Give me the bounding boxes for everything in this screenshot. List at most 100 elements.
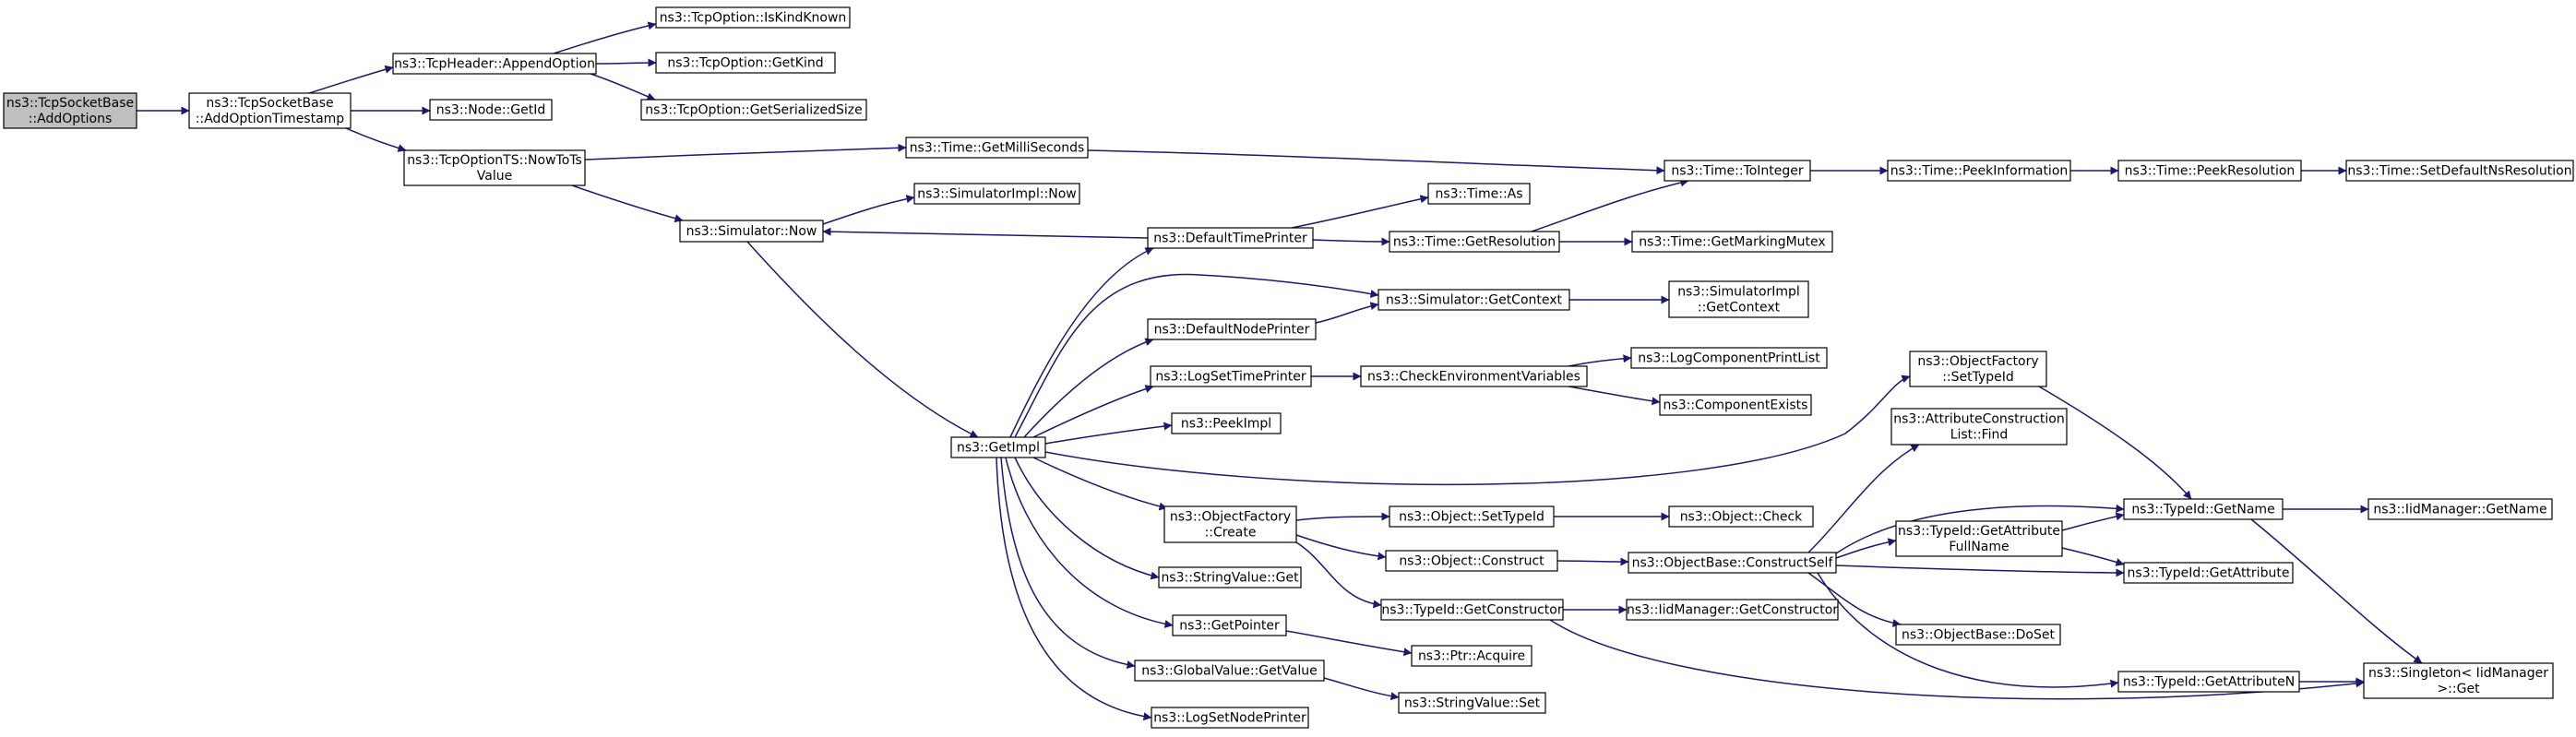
function-node[interactable]: ns3::LogSetTimePrinter	[1150, 365, 1312, 387]
function-node[interactable]: ns3::Node::GetId	[429, 99, 553, 121]
function-node[interactable]: ns3::TcpSocketBase::AddOptionTimestamp	[188, 92, 352, 129]
node-label: ns3::Time::As	[1435, 187, 1522, 202]
function-node[interactable]: ns3::Time::SetDefaultNsResolution	[2345, 160, 2574, 182]
function-node[interactable]: ns3::Time::GetResolution	[1389, 231, 1560, 253]
node-box	[950, 436, 1046, 458]
function-node[interactable]: ns3::Object::Construct	[1385, 550, 1558, 572]
function-node[interactable]: ns3::Ptr::Acquire	[1411, 645, 1532, 667]
node-label: ns3::SimulatorImpl	[1677, 285, 1800, 300]
node-box	[1427, 183, 1531, 205]
node-box	[2123, 562, 2294, 584]
edge-n13-to-n14	[822, 195, 915, 225]
edge-layer	[137, 21, 2423, 721]
truncated-node-box	[1630, 347, 1828, 369]
function-node[interactable]: ns3::TcpOption::IsKindKnown	[655, 6, 851, 29]
edge-n26-to-n19	[1014, 273, 1379, 438]
function-node[interactable]: ns3::TypeId::GetAttribute	[2123, 562, 2294, 584]
function-node[interactable]: ns3::TcpHeader::AppendOption	[392, 53, 597, 75]
edge-n26-to-n15	[1009, 247, 1154, 438]
node-box	[1134, 660, 1325, 682]
function-node[interactable]: ns3::Time::GetMarkingMutex	[1631, 231, 1833, 253]
node-label: ns3::StringValue::Set	[1404, 696, 1541, 711]
node-label: ns3::ObjectBase::DoSet	[1902, 628, 2055, 643]
node-label: ns3::LogComponentPrintList	[1638, 351, 1820, 366]
node-label: ns3::Time::GetMarkingMutex	[1639, 235, 1825, 250]
edge-n36-to-n30	[1835, 504, 2125, 554]
function-node[interactable]: ns3::SimulatorImpl::GetContext	[1668, 280, 1809, 318]
node-box	[655, 6, 851, 29]
node-box	[2345, 160, 2574, 182]
node-box	[1668, 280, 1809, 318]
function-node[interactable]: ns3::Time::As	[1427, 183, 1531, 205]
function-node[interactable]: ns3::TypeId::GetName	[2123, 498, 2284, 520]
function-node[interactable]: ns3::GetImpl	[950, 436, 1046, 458]
node-label: ns3::Simulator::GetContext	[1386, 293, 1563, 308]
function-node[interactable]: ns3::DefaultTimePrinter	[1147, 227, 1314, 249]
node-label: ns3::IidManager::GetConstructor	[1627, 603, 1838, 618]
node-box	[3, 92, 137, 129]
function-node[interactable]: ns3::StringValue::Get	[1158, 566, 1302, 588]
edge-n35-to-n36	[1556, 557, 1629, 566]
function-node[interactable]: ns3::ComponentExists	[1659, 394, 1812, 416]
function-node[interactable]: ns3::IidManager::GetConstructor	[1626, 599, 1839, 621]
node-box	[1895, 624, 2061, 646]
node-box	[1398, 692, 1546, 714]
node-label: ns3::TypeId::GetAttribute	[2128, 566, 2290, 581]
node-box	[655, 52, 836, 74]
edge-n21-to-n19	[1315, 302, 1379, 324]
node-label: ns3::TcpOptionTS::NowToTs	[407, 153, 582, 168]
node-label: ns3::GlobalValue::GetValue	[1141, 664, 1317, 679]
node-label: ns3::CheckEnvironmentVariables	[1367, 370, 1580, 385]
node-label: ns3::ObjectBase::ConstructSelf	[1632, 556, 1834, 571]
node-label: ns3::PeekImpl	[1181, 417, 1271, 432]
function-node[interactable]: ns3::CheckEnvironmentVariables	[1360, 365, 1588, 387]
edge-n7-to-n8	[584, 143, 907, 160]
function-node[interactable]: ns3::TcpOption::GetSerializedSize	[640, 99, 867, 121]
function-node[interactable]: ns3::IidManager::GetName	[2367, 498, 2553, 520]
function-node[interactable]: ns3::Time::ToInteger	[1664, 160, 1811, 182]
function-node[interactable]: ns3::Time::GetMilliSeconds	[905, 137, 1089, 159]
function-node[interactable]: ns3::GetPointer	[1172, 614, 1287, 636]
function-node[interactable]: ns3::Singleton< IidManager >::Get	[2363, 662, 2554, 699]
function-node[interactable]: ns3::PeekImpl	[1171, 412, 1282, 434]
node-box	[1377, 289, 1570, 311]
function-node[interactable]: ns3::TcpOption::GetKind	[655, 52, 836, 74]
function-node[interactable]: ns3::LogComponentPrintList	[1630, 347, 1828, 369]
function-node[interactable]: ns3::TypeId::GetConstructor	[1380, 599, 1564, 621]
node-label: ns3::TcpSocketBase	[206, 96, 333, 111]
function-node[interactable]: ns3::Simulator::Now	[679, 220, 824, 243]
function-node[interactable]: ns3::ObjectBase::DoSet	[1895, 624, 2061, 646]
node-box	[1158, 566, 1302, 588]
function-node[interactable]: ns3::StringValue::Set	[1398, 692, 1546, 714]
function-node[interactable]: ns3::ObjectFactory::SetTypeId	[1909, 351, 2047, 387]
node-label: >::Get	[2437, 682, 2480, 696]
node-label: ns3::Ptr::Acquire	[1418, 649, 1525, 664]
edge-n23-to-n25	[1568, 386, 1661, 406]
function-node[interactable]: ns3::Time::PeekInformation	[1887, 160, 2071, 182]
function-node[interactable]: ns3::DefaultNodePrinter	[1147, 318, 1317, 340]
function-node[interactable]: ns3::Simulator::GetContext	[1377, 289, 1570, 311]
edge-n26-to-n32	[1032, 457, 1168, 511]
function-node[interactable]: ns3::Object::Check	[1668, 505, 1814, 528]
node-label: ns3::DefaultTimePrinter	[1153, 232, 1307, 246]
edge-n32-to-n40	[1295, 541, 1382, 609]
function-node: ns3::TcpSocketBase::AddOptions	[3, 92, 137, 129]
node-label: ns3::LogSetNodePrinter	[1153, 711, 1306, 726]
function-node[interactable]: ns3::GlobalValue::GetValue	[1134, 660, 1325, 682]
node-label: ns3::TcpSocketBase	[6, 96, 134, 111]
function-node[interactable]: ns3::Time::PeekResolution	[2117, 160, 2302, 182]
node-label: Value	[477, 169, 512, 184]
edge-n26-to-n39	[1014, 457, 1160, 580]
node-label: ns3::SimulatorImpl::Now	[917, 187, 1077, 202]
function-node[interactable]: ns3::SimulatorImpl::Now	[913, 183, 1080, 205]
function-node[interactable]: ns3::ObjectFactory::Create	[1163, 505, 1297, 543]
function-node[interactable]: ns3::LogSetNodePrinter	[1151, 707, 1309, 729]
node-box	[1389, 505, 1555, 528]
function-node[interactable]: ns3::ObjectBase::ConstructSelf	[1628, 552, 1837, 574]
function-node[interactable]: ns3::TypeId::GetAttributeN	[2117, 671, 2300, 693]
function-node[interactable]: ns3::Object::SetTypeId	[1389, 505, 1555, 528]
